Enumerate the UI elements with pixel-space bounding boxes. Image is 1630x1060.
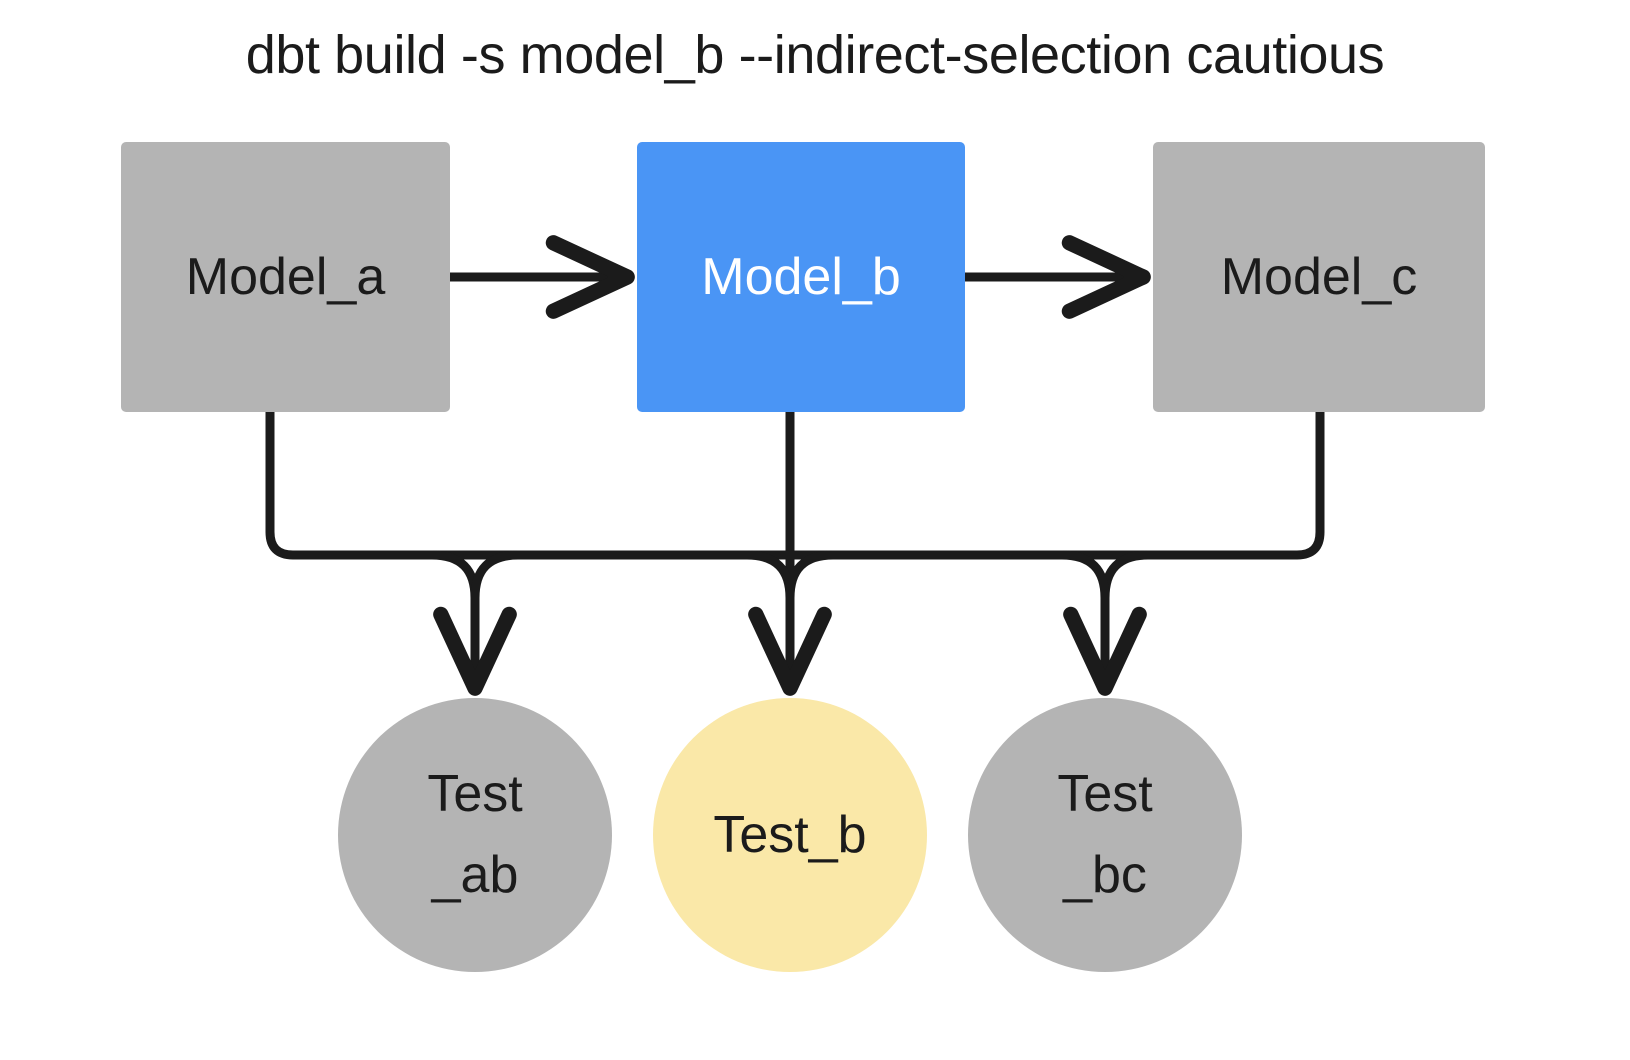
diagram-title: dbt build -s model_b --indirect-selectio… (245, 25, 1385, 85)
edge-model-a-bus (265, 412, 1105, 560)
node-test-bc-label: Test _bc (1057, 765, 1153, 904)
edge-junction-right-test-ab (470, 550, 519, 599)
node-model-a[interactable]: Model_a (121, 142, 450, 412)
edge-drop-to-test-ab (431, 550, 517, 696)
node-test-ab[interactable]: Test _ab (338, 698, 612, 972)
node-test-b[interactable]: Test_b (653, 698, 927, 972)
node-model-a-label: Model_a (185, 247, 386, 306)
edge-drop-to-test-bc (1063, 550, 1149, 696)
node-test-b-label: Test_b (713, 805, 867, 864)
edge-junction-left-test-bc (1061, 550, 1110, 599)
node-test-bc[interactable]: Test _bc (968, 698, 1242, 972)
node-model-c[interactable]: Model_c (1153, 142, 1485, 412)
edge-junction-right-test-b (785, 550, 834, 599)
node-test-ab-label: Test _ab (427, 765, 523, 904)
edge-junction-left-test-b (746, 550, 795, 599)
node-model-c-label: Model_c (1220, 247, 1418, 306)
edge-model-c-bus (475, 412, 1325, 560)
node-model-b[interactable]: Model_b (637, 142, 965, 412)
node-model-b-label: Model_b (701, 247, 901, 306)
